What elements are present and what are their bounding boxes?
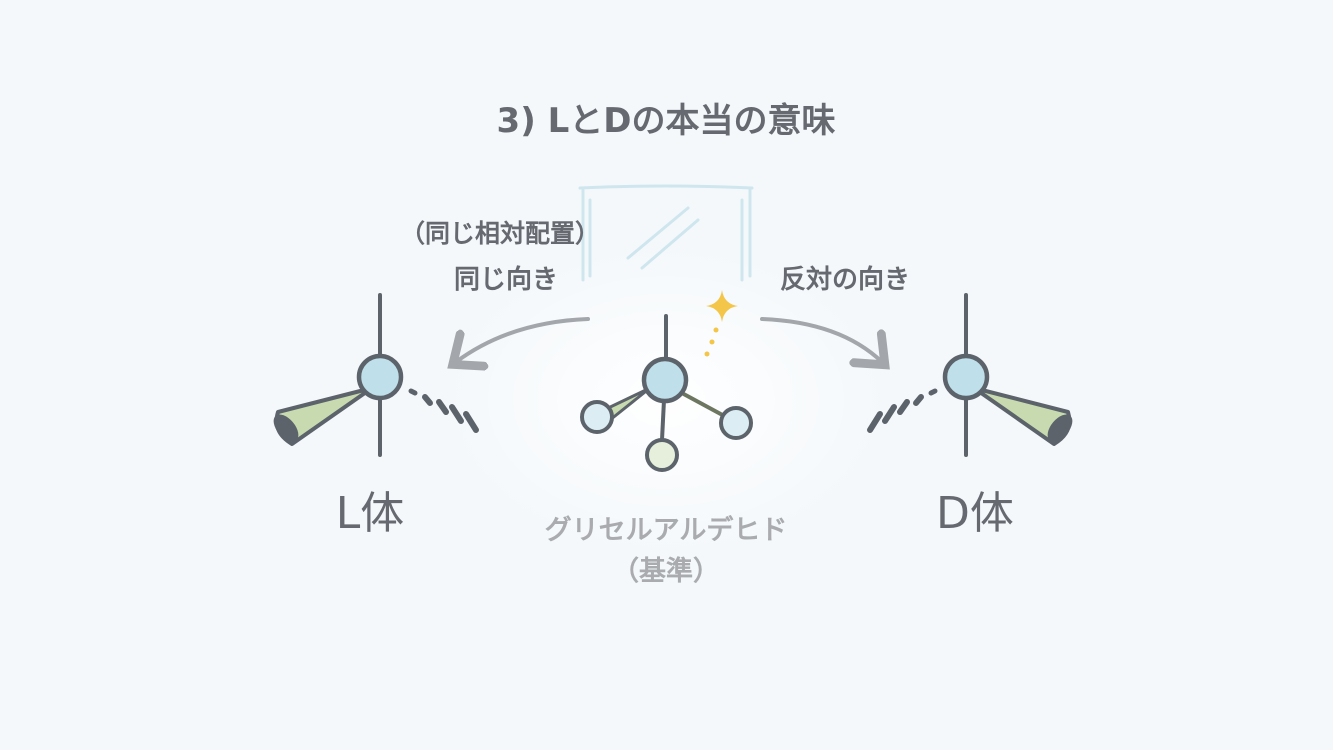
central-atom — [942, 353, 990, 401]
hashed-bond — [408, 388, 479, 433]
reference-note-label: （基準） — [612, 555, 720, 587]
mirror-icon — [578, 184, 754, 282]
opposite-direction-label: 反対の向き — [780, 264, 910, 295]
reference-name-label: グリセルアルデヒド — [545, 514, 788, 546]
glyceraldehyde-molecule — [580, 314, 753, 472]
l-form-label: L体 — [336, 488, 405, 539]
same-relative-label: （同じ相対配置） — [400, 219, 600, 248]
arrow-to-l-form — [456, 317, 590, 362]
arrow-to-d-form — [760, 317, 882, 362]
l-form-molecule — [273, 293, 479, 457]
central-atom — [356, 353, 404, 401]
d-form-label: D体 — [936, 488, 1014, 539]
sparkle-icon — [704, 290, 738, 357]
hashed-bond — [867, 388, 938, 433]
d-form-molecule — [867, 293, 1073, 457]
page-title: 3) LとDの本当の意味 — [497, 101, 836, 141]
same-direction-label: 同じ向き — [454, 264, 558, 295]
